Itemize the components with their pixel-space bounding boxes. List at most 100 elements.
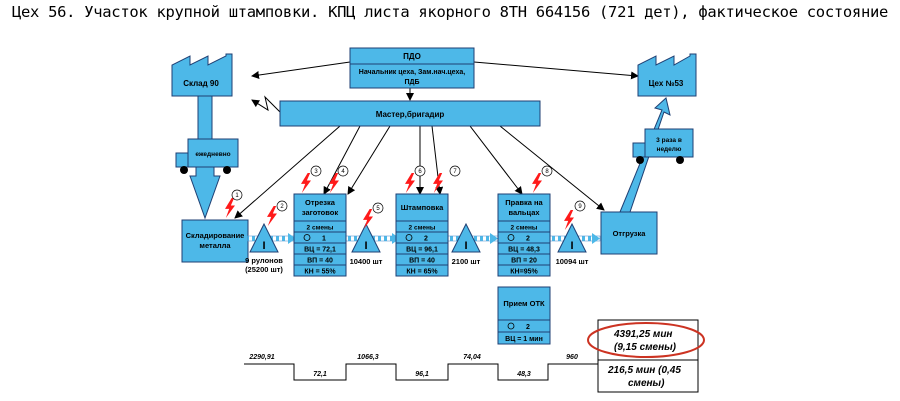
timeline-wait-1: 2290,91: [248, 354, 274, 361]
inventory-2-label: 10400 шт: [350, 257, 383, 266]
timeline-wait-4: 960: [566, 354, 578, 361]
process-3-vp: ВП = 20: [511, 258, 537, 265]
info-flow-lines: [234, 61, 639, 219]
lightning-icon: [433, 173, 443, 193]
shipping-box: Отгрузка: [600, 211, 658, 255]
timeline-wait-2: 1066,3: [357, 354, 379, 361]
marker-5: 5: [376, 206, 380, 212]
pdo-box: ПДО Начальник цеха, Зам.нач.цеха, ПДБ: [349, 47, 475, 89]
pdo-line-1: Начальник цеха, Зам.нач.цеха,: [359, 69, 465, 76]
process-2-vp: ВП = 40: [409, 258, 435, 265]
otk-vc: ВЦ = 1 мин: [505, 336, 543, 343]
warehouse-90-icon: Склад 90: [171, 53, 233, 97]
inventory-4: I 10094 шт: [556, 222, 589, 266]
marker-2: 2: [280, 204, 284, 210]
left-delivery: ежедневно: [175, 95, 239, 220]
inventory-4-label: 10094 шт: [556, 257, 589, 266]
process-2-operators: 2: [424, 236, 428, 243]
lead-time-line-1: 4391,25 мин: [613, 329, 672, 340]
inventory-2: I 10400 шт: [350, 222, 383, 266]
pdo-title: ПДО: [403, 52, 421, 61]
process-3-operators: 2: [526, 236, 530, 243]
truck-wheel: [180, 166, 188, 174]
inventory-3: I 2100 шт: [451, 222, 481, 266]
process-time-line-2: смены): [628, 378, 665, 389]
process-1-kn: КН = 55%: [304, 269, 336, 276]
lightning-icon: [329, 173, 339, 193]
operator-icon: [507, 322, 515, 330]
process-2-name: Штамповка: [401, 203, 444, 212]
timeline-process-3: 48,3: [516, 371, 531, 378]
workshop-53-label: Цех №53: [649, 79, 684, 88]
shipping-label: Отгрузка: [613, 229, 647, 238]
otk-box: Прием ОТК 2 ВЦ = 1 мин: [497, 286, 551, 345]
truck-body: [187, 138, 239, 168]
inventory-symbol: I: [464, 240, 467, 252]
truck-wheel: [223, 166, 231, 174]
marker-3: 3: [314, 169, 318, 175]
otk-name: Прием ОТК: [503, 299, 545, 308]
marker-8: 8: [545, 169, 549, 175]
pdo-line-2: ПДБ: [404, 79, 419, 86]
process-3-kn: КН=95%: [510, 269, 538, 276]
process-cutting: Отрезка заготовок 2 смены 1 ВЦ = 72,1 ВП…: [293, 193, 347, 277]
lightning-icon: [405, 173, 415, 193]
truck-left-label: ежедневно: [195, 151, 230, 158]
master-label: Мастер,бригадир: [376, 110, 445, 119]
process-time-line-1: 216,5 мин (0,45: [607, 365, 681, 376]
master-box: Мастер,бригадир: [279, 100, 541, 127]
inventory-symbol: I: [570, 240, 573, 252]
lightning-icon: [532, 173, 542, 193]
process-3-shifts: 2 смены: [511, 225, 538, 232]
inventory-3-label: 2100 шт: [452, 257, 481, 266]
totals-box: 4391,25 мин (9,15 смены) 216,5 мин (0,45…: [587, 319, 705, 393]
process-1-name-1: Отрезка: [305, 198, 336, 207]
process-1-shifts: 2 смены: [307, 225, 334, 232]
truck-right-label-2: неделю: [657, 146, 682, 153]
process-1-operators: 1: [322, 236, 326, 243]
inventory-symbol: I: [262, 240, 265, 252]
timeline: 2290,91 1066,3 74,04 960 72,1 96,1 48,3: [244, 354, 598, 381]
otk-operators: 2: [526, 324, 530, 331]
process-3-name-1: Правка на: [505, 198, 543, 207]
marker-1: 1: [235, 193, 239, 199]
marker-4: 4: [341, 169, 345, 175]
inventory-1-line-2: (25200 шт): [245, 265, 283, 274]
truck-cab: [175, 152, 189, 168]
lightning-icon: [301, 173, 311, 193]
storage-line-2: металла: [199, 241, 231, 250]
marker-6: 6: [418, 169, 422, 175]
inventory-1-line-1: 9 рулонов: [245, 256, 283, 265]
process-2-vc: ВЦ = 96,1: [406, 247, 438, 254]
inventory-1: I 9 рулонов (25200 шт): [245, 222, 283, 274]
process-2-kn: КН = 65%: [406, 269, 438, 276]
process-3-vc: ВЦ = 48,3: [508, 247, 540, 254]
process-stamping: Штамповка 2 смены 2 ВЦ = 96,1 ВП = 40 КН…: [395, 193, 449, 277]
operator-icon: [507, 234, 515, 241]
right-delivery: 3 раза в неделю: [619, 97, 694, 213]
lead-time-line-2: (9,15 смены): [614, 342, 677, 353]
truck-right-label-1: 3 раза в: [656, 137, 682, 144]
marker-9: 9: [578, 204, 582, 210]
process-3-name-2: вальцах: [508, 208, 540, 217]
lightning-icon: [267, 206, 277, 226]
timeline-wait-3: 74,04: [463, 354, 481, 361]
highlight-ellipse: [587, 322, 705, 358]
storage-box: Складирование металла: [181, 219, 249, 263]
lightning-icon: [225, 198, 235, 218]
diagram-title: Цех 56. Участок крупной штамповки. КПЦ л…: [11, 3, 889, 21]
warehouse-90-label: Склад 90: [183, 79, 219, 88]
workshop-53-icon: Цех №53: [637, 53, 697, 97]
process-1-name-2: заготовок: [302, 208, 338, 217]
process-1-vc: ВЦ = 72,1: [304, 247, 336, 254]
operator-icon: [405, 234, 413, 241]
process-2-shifts: 2 смены: [409, 225, 436, 232]
storage-line-1: Складирование: [186, 231, 245, 240]
timeline-process-1: 72,1: [313, 371, 327, 378]
process-1-vp: ВП = 40: [307, 258, 333, 265]
numbered-markers: 1 2 3 4 5 6 7 8 9: [231, 165, 586, 214]
inventory-symbol: I: [364, 240, 367, 252]
operator-icon: [303, 234, 311, 241]
process-straightening: Правка на вальцах 2 смены 2 ВЦ = 48,3 ВП…: [497, 193, 551, 277]
